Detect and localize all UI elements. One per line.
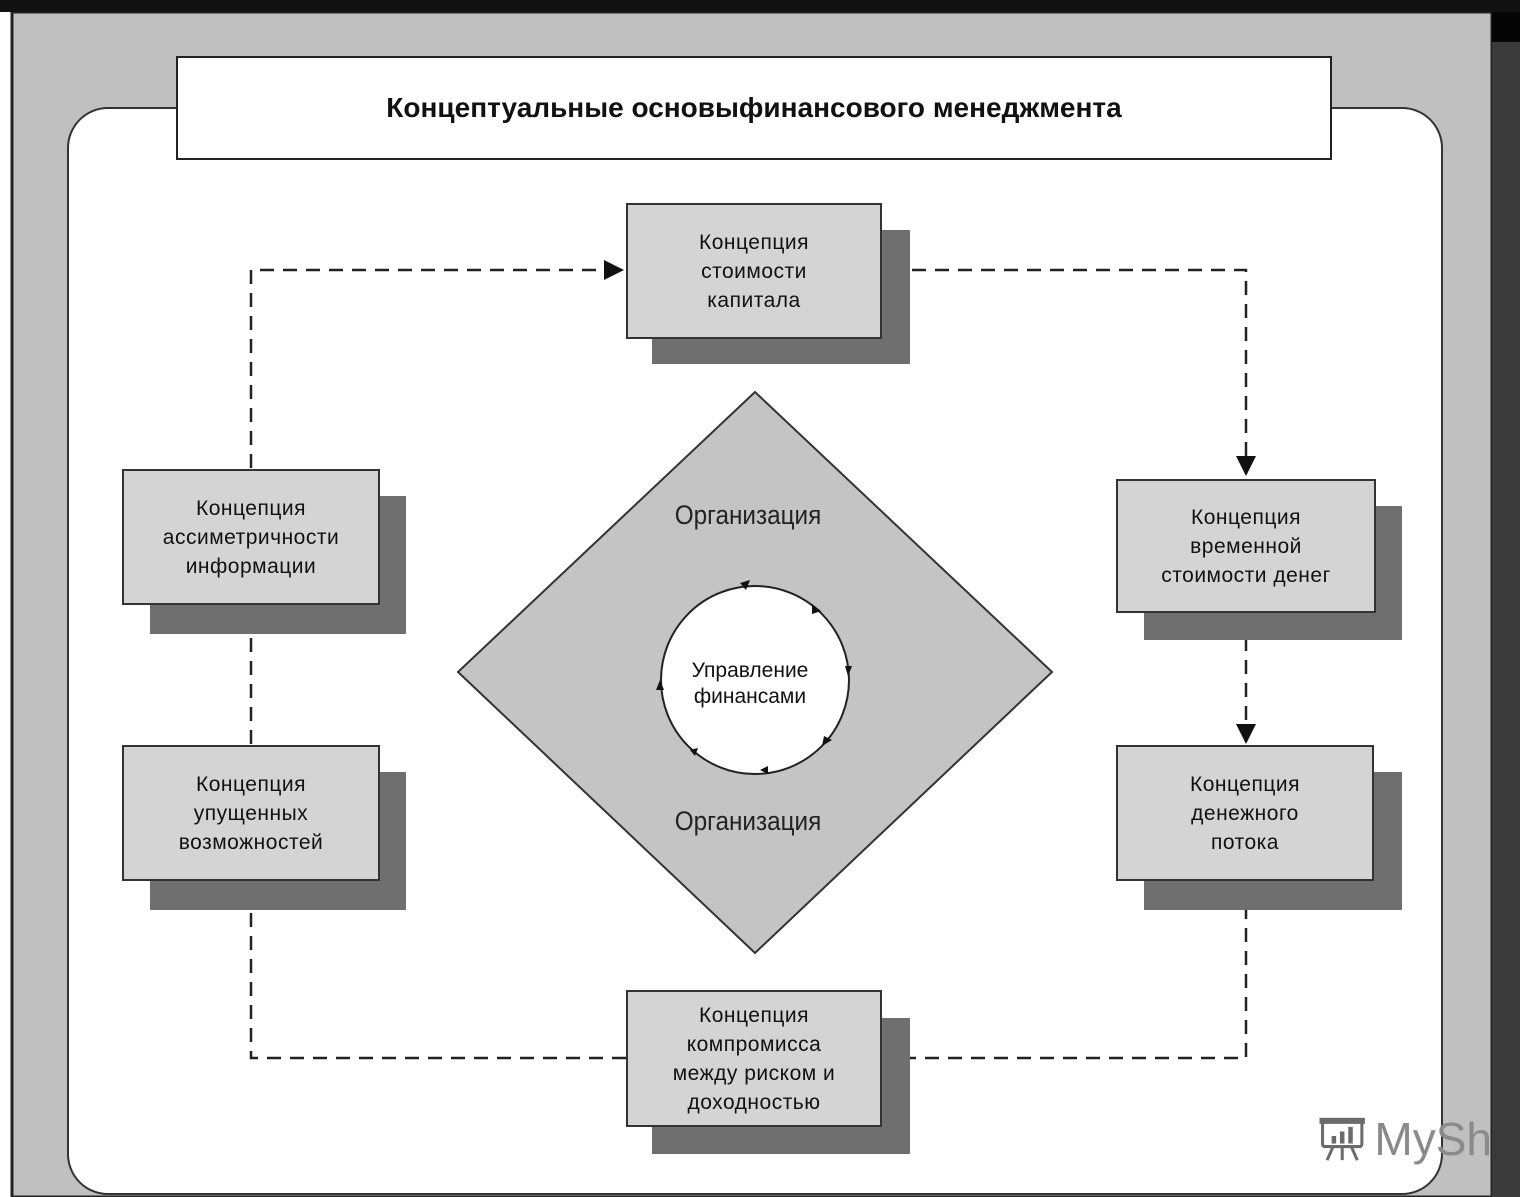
concept-line: капитала [707, 288, 801, 312]
concept-time-value: Концепция временной стоимости денег [1116, 479, 1376, 613]
circle-center-text: Управление финансами [650, 658, 850, 710]
concept-line: между риском и [672, 1061, 836, 1085]
concept-line: стоимости [701, 259, 807, 283]
circle-line: финансами [693, 685, 807, 708]
concept-line: доходностью [687, 1090, 821, 1114]
concept-line: Концепция [196, 772, 306, 796]
top-bar [0, 0, 1520, 12]
watermark-text: MySh [1374, 1113, 1492, 1165]
concept-info-asymmetry: Концепция ассиметричности информации [122, 469, 380, 605]
connector-capital-to-timevalue [912, 268, 1256, 476]
concept-line: Концепция [1190, 772, 1300, 796]
presentation-icon [1319, 1117, 1365, 1161]
concept-line: возможностей [178, 830, 324, 854]
circle-arrow-marks [656, 580, 852, 774]
diamond-top-label: Организация [674, 500, 822, 530]
concept-line: потока [1211, 830, 1279, 854]
diagram-title: Концептуальные основыфинансового менеджм… [176, 56, 1332, 160]
circle-line: Управление [691, 659, 809, 682]
right-edge-strip-top [1492, 12, 1520, 42]
concept-opportunity-cost: Концепция упущенных возможностей [122, 745, 380, 881]
connector-cashflow-to-risk [884, 882, 1248, 1068]
management-circle [660, 585, 850, 775]
connector-asymmetry-to-capital [249, 260, 624, 468]
connector-risk-to-opportunity [241, 882, 626, 1060]
concept-line: Концепция [699, 1003, 809, 1027]
concept-line: информации [185, 554, 317, 578]
watermark: MySh [1318, 1104, 1492, 1174]
right-edge-strip [1492, 12, 1520, 1197]
concept-line: компромисса [686, 1032, 822, 1056]
diamond-bottom-label: Организация [674, 806, 822, 836]
concept-line: ассиметричности [162, 525, 340, 549]
dashed-connectors [241, 260, 1256, 1068]
concept-line: денежного [1191, 801, 1299, 825]
concept-line: Концепция [1191, 505, 1301, 529]
concept-line: Концепция [196, 496, 306, 520]
concept-line: временной [1190, 534, 1302, 558]
concept-capital-cost: Концепция стоимости капитала [626, 203, 882, 339]
concept-line: упущенных [193, 801, 309, 825]
concept-line: Концепция [699, 230, 809, 254]
concept-line: стоимости денег [1161, 563, 1331, 587]
concept-risk-return: Концепция компромисса между риском и дох… [626, 990, 882, 1127]
concept-cash-flow: Концепция денежного потока [1116, 745, 1374, 881]
